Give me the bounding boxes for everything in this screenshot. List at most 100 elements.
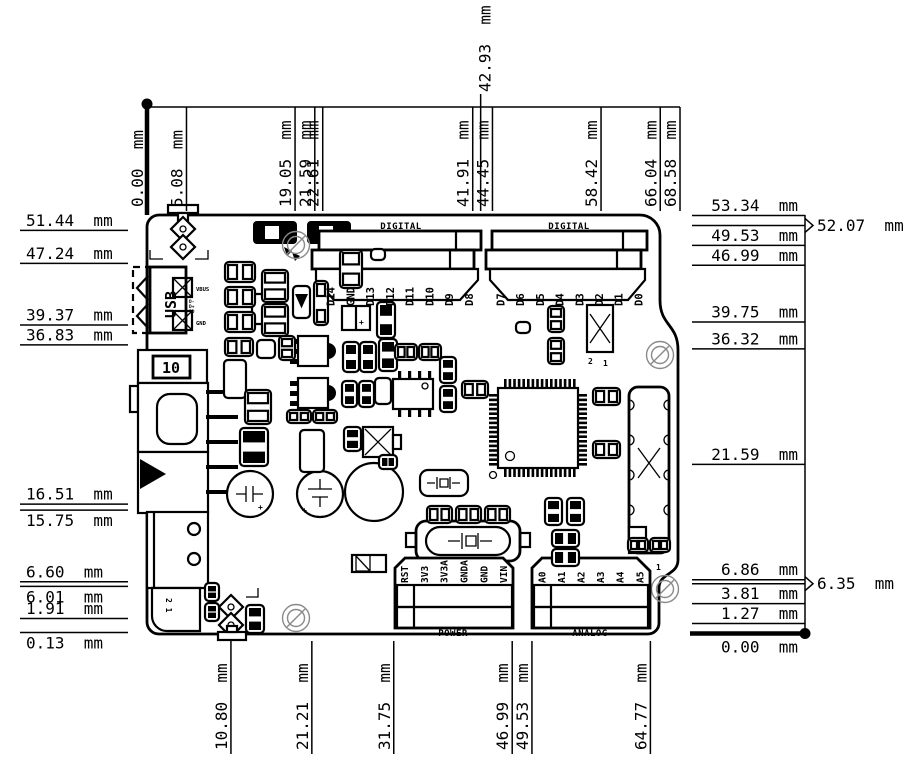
passive-component (203, 581, 221, 603)
passive-component (244, 603, 266, 635)
edge-connector: 2 1 (627, 385, 671, 572)
passive-component (223, 336, 255, 358)
passive-component (203, 601, 221, 623)
analog-pin-label: A4 (616, 571, 627, 583)
usb-signal-id: ID (189, 309, 195, 315)
svg-text:D0: D0 (633, 293, 645, 306)
digital-pin-label: D7 (495, 293, 507, 306)
dim-label-top: 66.04 mm (641, 120, 660, 207)
power-pin-label: GNDA (460, 560, 471, 583)
passive-component (591, 439, 622, 460)
svg-text:A1: A1 (557, 571, 568, 583)
dim-bracket (804, 217, 815, 234)
dim-label-top: 22.61 mm (304, 120, 323, 207)
digital-pin-label: D4 (555, 293, 567, 306)
svg-text:+: + (302, 506, 307, 515)
mounting-holes (281, 230, 680, 633)
soic8-chip (391, 371, 435, 417)
svg-text:5.08 mm: 5.08 mm (167, 130, 186, 207)
passive-component (223, 310, 257, 334)
svg-text:RST: RST (400, 566, 411, 583)
edge-pin-1: 1 (656, 563, 661, 572)
svg-text:D6: D6 (515, 293, 527, 306)
passive-component (223, 260, 257, 284)
passive-component (550, 528, 581, 549)
passive-component (591, 386, 622, 407)
passive-component (425, 504, 454, 525)
svg-text:+: + (258, 503, 263, 512)
transistor (290, 376, 336, 410)
svg-text:D5: D5 (535, 293, 547, 306)
passive-component (514, 320, 532, 335)
digital-pin-label: D14 (326, 287, 338, 306)
passive-component (277, 334, 297, 362)
passive-component (438, 384, 458, 414)
dim-label-left: 51.44 mm (26, 211, 113, 230)
dim-label-right: 3.81 mm (721, 584, 798, 603)
digital-pin-label: D8 (464, 293, 476, 306)
passive-component (341, 340, 361, 374)
power-pin-label: 3V3 (420, 566, 431, 583)
digital-pin-label: D3 (574, 293, 586, 306)
polarized-cap: + (340, 304, 372, 332)
dim-label-top: 44.45 mm (473, 120, 492, 207)
passive-component (312, 279, 330, 327)
svg-text:42.93 mm: 42.93 mm (476, 5, 495, 92)
digital-pin-label: D11 (405, 287, 417, 306)
fuse-value: 10 (162, 359, 180, 377)
power-pin-label: 3V3A (440, 560, 451, 583)
digital-pin-label: D6 (515, 293, 527, 306)
dim-bracket (804, 576, 815, 592)
dim-origin-dot-right (799, 628, 811, 639)
digital-pin-label: D9 (444, 293, 456, 306)
svg-text:46.99 mm: 46.99 mm (493, 663, 512, 750)
jack-pin-numbers: 2 1 (164, 598, 173, 613)
dim-label-bottom: 49.53 mm (513, 663, 532, 750)
passive-component (546, 304, 566, 334)
svg-text:68.58 mm: 68.58 mm (661, 120, 680, 207)
dim-label-bottom: 10.80 mm (212, 663, 231, 750)
fiducial-bottom (205, 588, 259, 642)
svg-text:D10: D10 (424, 287, 436, 306)
dim-label-top: 68.58 mm (661, 120, 680, 207)
passive-component (546, 336, 566, 366)
dim-label-left: 47.24 mm (26, 244, 113, 263)
passive-component (342, 425, 363, 453)
dim-label-right: 39.75 mm (711, 303, 798, 322)
dim-label-right: 49.53 mm (711, 226, 798, 245)
dim-label-left: 6.01 mm (26, 587, 103, 606)
passive-component (298, 428, 326, 474)
jack-pin-block (150, 586, 202, 633)
dim-origin-dot-top (141, 98, 153, 110)
passive-component (311, 408, 339, 425)
mounting-hole (281, 603, 311, 633)
dim-label-left: 0.13 mm (26, 633, 103, 652)
dim-label-top: 0.00 mm (128, 130, 147, 207)
svg-text:D12: D12 (385, 287, 397, 306)
power-label: POWER (438, 629, 468, 639)
digital-pin-label: D12 (385, 287, 397, 306)
suppressor-pin-1: 1 (603, 359, 608, 368)
svg-text:D2: D2 (594, 293, 606, 306)
dim-label-right: 36.32 mm (711, 329, 798, 348)
svg-text:19.05 mm: 19.05 mm (276, 120, 295, 207)
dim-label-top: 41.91 mm (454, 120, 473, 207)
svg-text:D11: D11 (405, 287, 417, 306)
mounting-hole (281, 230, 311, 260)
svg-text:A5: A5 (635, 571, 646, 583)
smd-passives (203, 247, 672, 635)
analog-header: ANALOG (530, 556, 652, 639)
usb-signal-dplus: D+ (189, 304, 195, 310)
svg-text:D9: D9 (444, 293, 456, 306)
svg-text:D8: D8 (464, 293, 476, 306)
analog-pin-label: A0 (537, 571, 548, 583)
passive-component (377, 453, 399, 471)
svg-text:31.75 mm: 31.75 mm (375, 663, 394, 750)
passive-component (223, 285, 257, 309)
analog-pin-label: A1 (557, 571, 568, 583)
polarity-triangle (140, 459, 166, 489)
analog-pin-label: A5 (635, 571, 646, 583)
